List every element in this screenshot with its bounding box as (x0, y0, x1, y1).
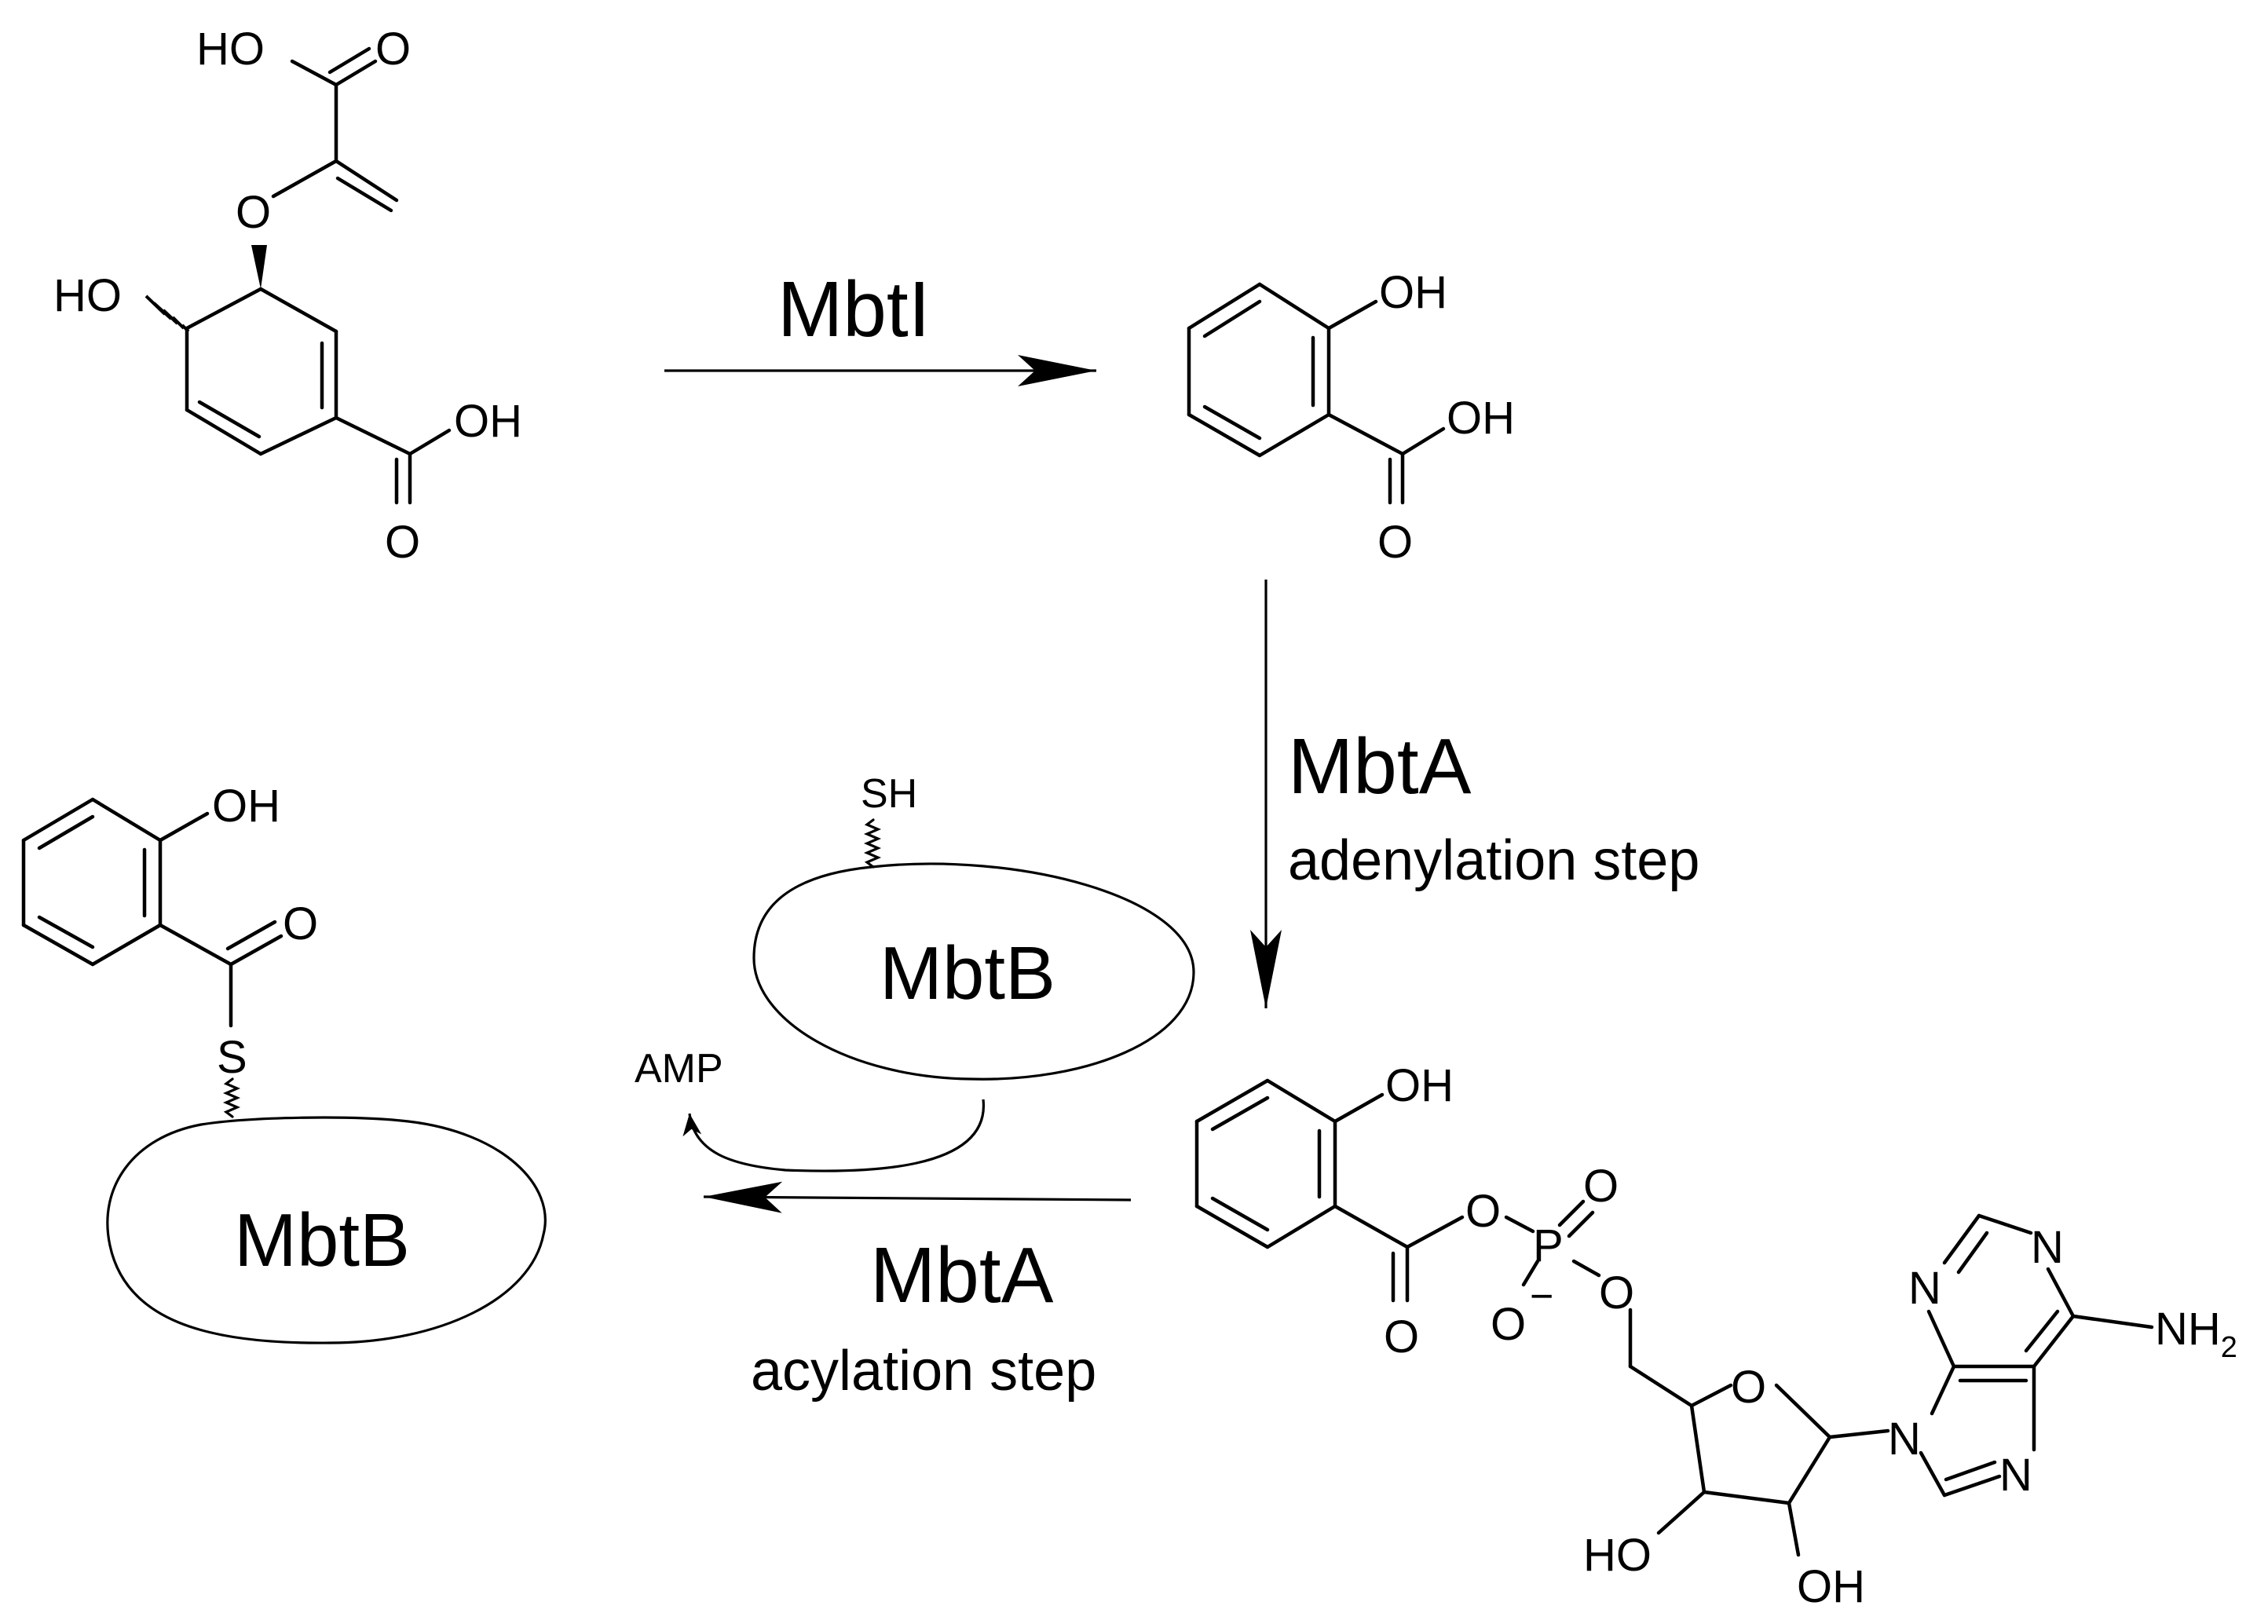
thioester-wavy-bond (222, 1077, 241, 1118)
salicyl-amp-phenol-oh-label: OH (1385, 1060, 1454, 1111)
phosphate-o-top-label: O (1583, 1161, 1619, 1212)
chorismate-acid-oh-label: OH (454, 396, 522, 447)
chorismate-ho-label: HO (196, 24, 265, 75)
mbta-acylation-arrow (703, 1181, 1132, 1213)
ribose-ring-o-label: O (1731, 1362, 1766, 1413)
salicylate-acid-oh-label: OH (1447, 393, 1515, 444)
amp-release-arrow (682, 1099, 985, 1172)
phosphate-o-chain-label: O (1599, 1267, 1634, 1319)
ribose-ho-label: HO (1583, 1530, 1652, 1581)
salicyl-amp-structure: OH O O P O O − O O N N N N NH2 HO OH (1194, 1060, 2237, 1612)
adenine-n7-label: N (1999, 1450, 2032, 1501)
mbta-acylation-enzyme-label: MbtA (870, 1231, 1054, 1319)
mbtb-free-ellipse (752, 862, 1195, 1081)
salicyl-amp-ester-o-label: O (1465, 1186, 1501, 1237)
loaded-oh-label: OH (212, 781, 280, 832)
salicylate-structure: OH OH O (1187, 267, 1515, 568)
adenine-n1-label: N (2031, 1222, 2064, 1273)
chorismate-acid-o-label: O (385, 517, 420, 568)
amp-label: AMP (635, 1046, 723, 1092)
salicylate-oh-label: OH (1379, 267, 1447, 318)
phosphorus-label: P (1533, 1220, 1564, 1271)
mbti-enzyme-label: MbtI (777, 265, 930, 353)
adenine-n9-label: N (1888, 1414, 1921, 1465)
mbtb-loaded-ellipse (106, 1116, 547, 1344)
mbta-adenylation-enzyme-label: MbtA (1288, 722, 1472, 810)
thioester-o-label: O (283, 898, 318, 949)
chorismate-structure: HO O O HO OH O (53, 24, 522, 568)
ribose-oh-label: OH (1797, 1561, 1865, 1612)
chorismate-ring-ho-label: HO (53, 270, 122, 321)
free-carrier-protein: MbtB SH (752, 771, 1195, 1081)
salicylated-carrier: MbtB OH O S (21, 781, 547, 1344)
thiol-wavy-bond (863, 818, 882, 869)
negative-charge-label: − (1530, 1274, 1553, 1319)
mbtb-loaded-label: MbtB (234, 1198, 410, 1282)
salicylate-acid-o-label: O (1377, 517, 1413, 568)
amine-nh2-label: NH2 (2155, 1304, 2237, 1364)
thiol-sh-label: SH (861, 771, 917, 817)
adenine-n3-label: N (1908, 1263, 1941, 1314)
thioester-s-label: S (217, 1032, 247, 1083)
chorismate-o-label: O (375, 24, 411, 75)
mbtb-free-label: MbtB (880, 931, 1055, 1015)
salicyl-amp-carbonyl-o-label: O (1384, 1311, 1419, 1362)
acylation-step-label: acylation step (751, 1340, 1096, 1403)
phosphate-o-minus-label: O (1491, 1299, 1526, 1350)
adenylation-step-label: adenylation step (1288, 829, 1699, 892)
chorismate-ether-o-label: O (236, 187, 271, 238)
